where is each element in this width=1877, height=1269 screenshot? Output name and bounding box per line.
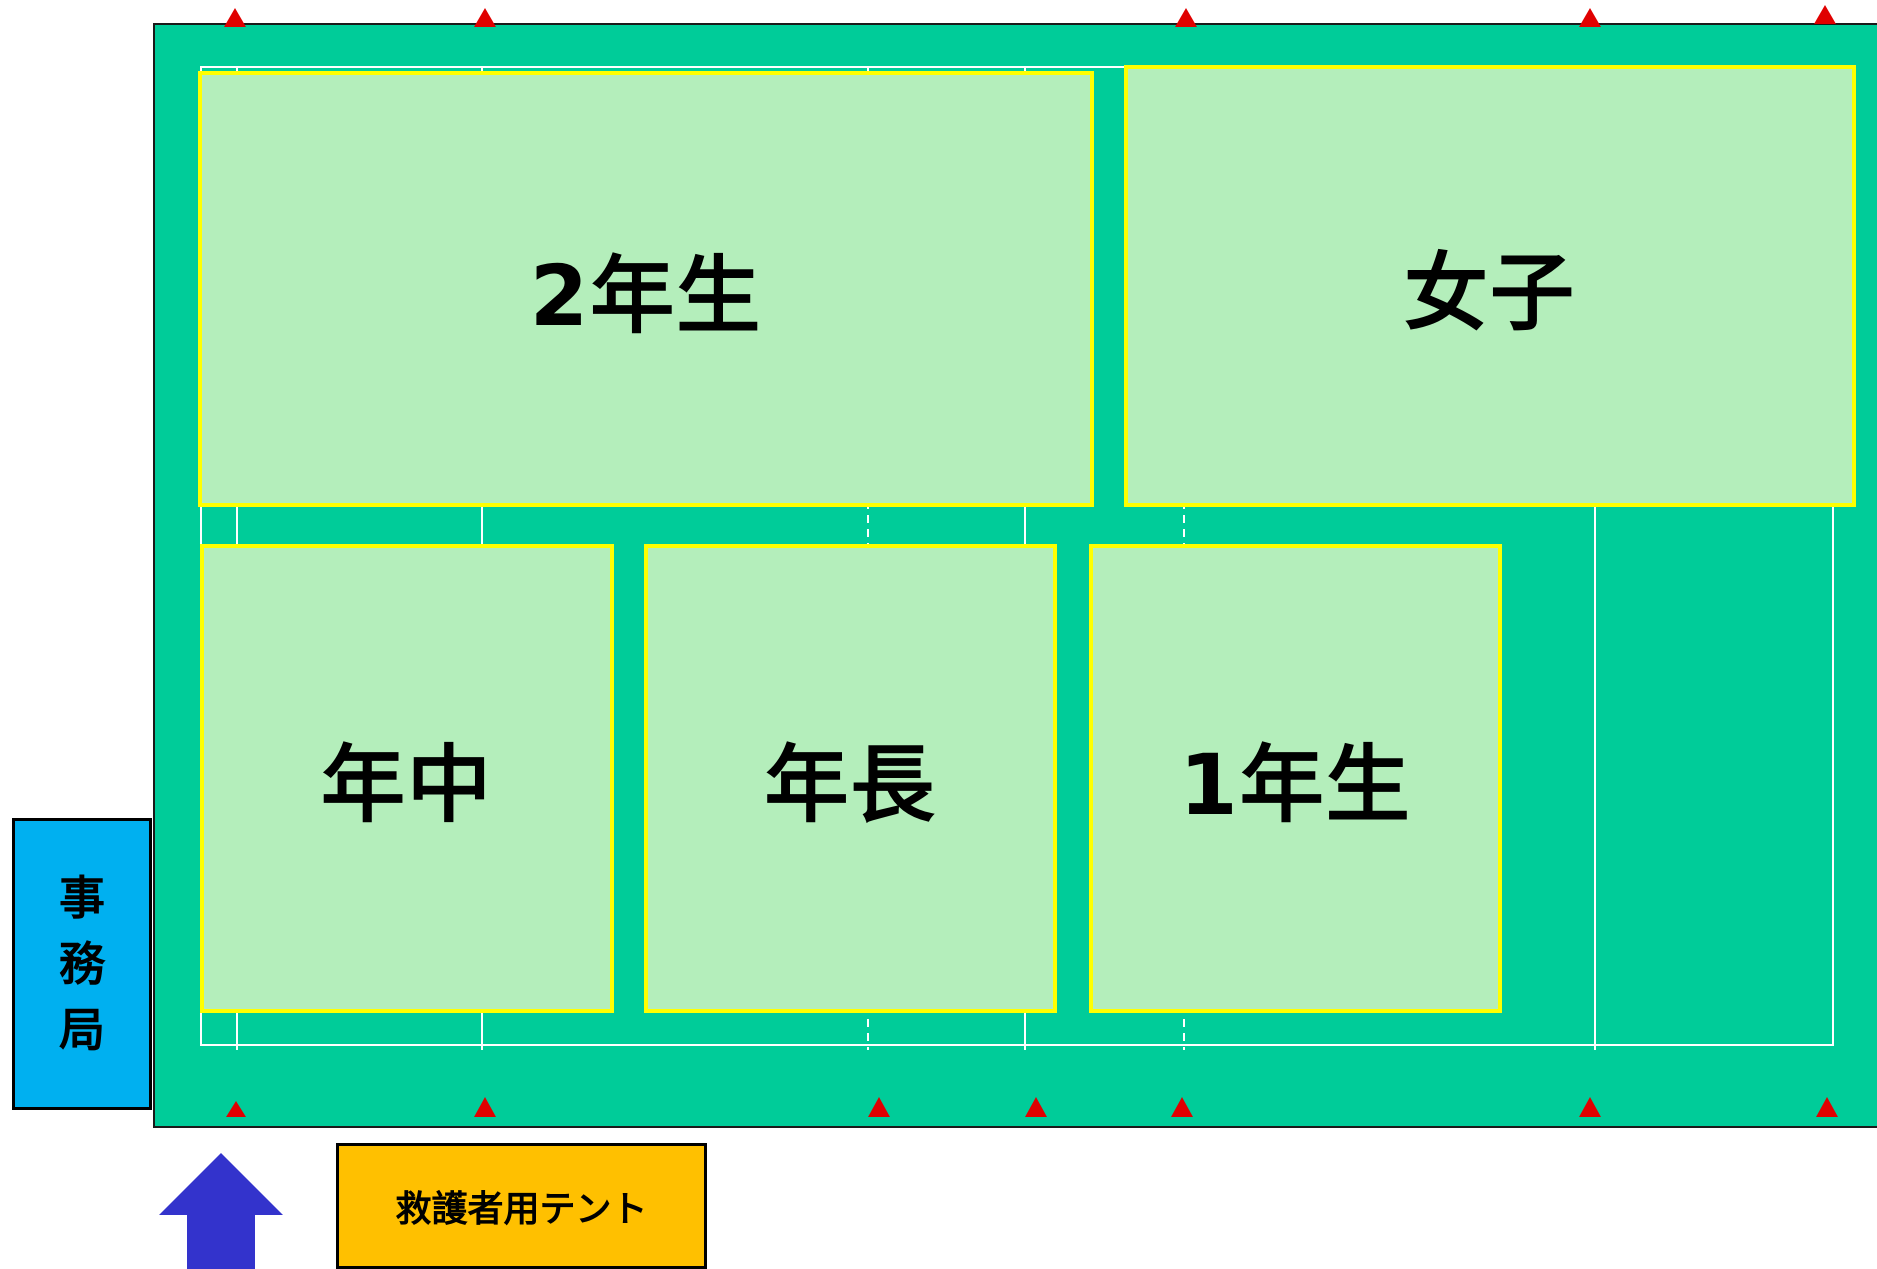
red-triangle-marker-icon xyxy=(1175,8,1197,27)
zone-label: 2年生 xyxy=(529,246,763,345)
office-box: 事務局 xyxy=(12,818,152,1110)
red-triangle-marker-icon xyxy=(1171,1097,1193,1117)
zone-second-grade: 2年生 xyxy=(198,71,1094,507)
red-triangle-marker-icon xyxy=(1816,1097,1838,1117)
zone-first-grade: 1年生 xyxy=(1089,544,1502,1013)
red-triangle-marker-icon xyxy=(474,1097,496,1117)
red-triangle-marker-icon xyxy=(1579,1097,1601,1117)
zone-label: 1年生 xyxy=(1179,736,1412,834)
red-triangle-marker-icon xyxy=(868,1097,890,1117)
red-triangle-marker-icon xyxy=(1025,1097,1047,1117)
first-aid-tent-box: 救護者用テント xyxy=(336,1143,707,1269)
red-triangle-marker-icon xyxy=(1579,8,1601,27)
up-arrow-icon xyxy=(159,1153,283,1269)
zone-label: 年長 xyxy=(764,736,937,834)
zone-label: 女子 xyxy=(1403,243,1576,342)
red-triangle-marker-icon xyxy=(224,8,246,27)
zone-nenchu: 年中 xyxy=(200,544,614,1013)
zone-girls: 女子 xyxy=(1124,65,1856,507)
office-label: 事務局 xyxy=(59,871,105,1057)
zone-nencho: 年長 xyxy=(644,544,1057,1013)
tent-label: 救護者用テント xyxy=(395,1189,648,1230)
red-triangle-marker-icon xyxy=(474,8,496,27)
red-triangle-marker-icon xyxy=(1814,5,1836,24)
zone-label: 年中 xyxy=(320,736,493,834)
red-triangle-marker-icon xyxy=(226,1101,246,1117)
